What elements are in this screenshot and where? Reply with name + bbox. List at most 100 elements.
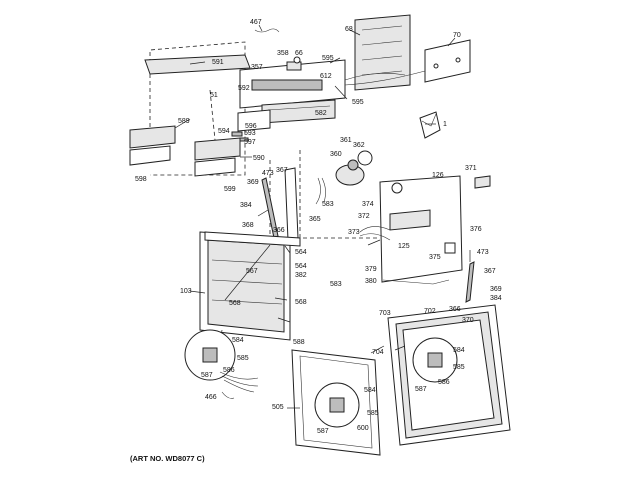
callout-label: 66 <box>295 50 303 57</box>
callout-label: 367 <box>484 268 496 275</box>
callout-label: 362 <box>353 142 365 149</box>
callout-label: 382 <box>295 272 307 279</box>
callout-label: 703 <box>379 310 391 317</box>
callout-label: 384 <box>240 202 252 209</box>
callout-label: 586 <box>223 367 235 374</box>
callout-label: 360 <box>330 151 342 158</box>
callout-label: 583 <box>330 281 342 288</box>
callout-label: 361 <box>340 137 352 144</box>
callout-label: 585 <box>237 355 249 362</box>
callout-label: 365 <box>309 216 321 223</box>
inner-door-panel <box>379 175 463 283</box>
callout-label: 103 <box>180 288 192 295</box>
callout-label: 369 <box>490 286 502 293</box>
callout-label: 125 <box>398 243 410 250</box>
callout-label: 586 <box>438 379 450 386</box>
callout-label: 595 <box>352 99 364 106</box>
callout-label: 584 <box>232 337 244 344</box>
callout-label: 587 <box>415 386 427 393</box>
dispenser-recess <box>389 209 431 231</box>
callout-label: 466 <box>205 394 217 401</box>
door-panel-inset <box>299 355 373 449</box>
callout-label: 366 <box>449 306 461 313</box>
callout-label: 597 <box>244 139 256 146</box>
grommet-part <box>293 56 301 64</box>
strap-diagonal <box>224 244 271 301</box>
callout-label: 1 <box>443 121 447 128</box>
callout-label: 467 <box>250 19 262 26</box>
callout-label: 594 <box>218 128 230 135</box>
switch-housing <box>237 109 271 132</box>
callout-label: 587 <box>201 372 213 379</box>
motor-gear <box>347 159 359 171</box>
art-number: (ART NO. WD8077 C) <box>130 454 205 463</box>
callout-label: 372 <box>358 213 370 220</box>
callout-label: 370 <box>462 317 474 324</box>
callout-label: 379 <box>365 266 377 273</box>
console-dashed-outline <box>149 41 246 176</box>
callout-label: 376 <box>470 226 482 233</box>
vent-panel-upper-left <box>129 125 176 149</box>
vent-clip <box>231 131 243 137</box>
vent-clip-2 <box>239 137 249 142</box>
door-latch <box>474 175 491 189</box>
callout-label: 473 <box>262 170 274 177</box>
callout-label: 366 <box>273 227 285 234</box>
wire-clip-466 <box>221 391 235 399</box>
callout-label: 564 <box>295 249 307 256</box>
plate-hole-2 <box>455 57 461 63</box>
hinge-arm-right <box>465 261 475 303</box>
liner-panel <box>354 14 411 91</box>
callout-label: 473 <box>477 249 489 256</box>
callout-label: 702 <box>424 308 436 315</box>
literature-fold <box>421 113 437 127</box>
callout-label: 590 <box>253 155 265 162</box>
liner-texture <box>361 25 403 76</box>
callout-label: 588 <box>293 339 305 346</box>
callout-label: 589 <box>178 118 190 125</box>
detail-knob-right <box>427 352 443 368</box>
rod-part <box>334 85 348 100</box>
callout-label: 505 <box>272 404 284 411</box>
callout-label: 126 <box>432 172 444 179</box>
callout-label: 582 <box>315 110 327 117</box>
callout-label: 584 <box>364 387 376 394</box>
callout-label: 585 <box>453 364 465 371</box>
callout-label: 384 <box>490 295 502 302</box>
callout-label: 380 <box>365 278 377 285</box>
outer-door-top-rail <box>204 231 301 247</box>
outer-door-insulation <box>207 239 285 333</box>
callout-labels: 467 68 70 358 66 591 357 612 595 51 592 … <box>135 19 502 435</box>
callout-label: 599 <box>224 186 236 193</box>
callout-label: 585 <box>367 410 379 417</box>
callout-label: 358 <box>277 50 289 57</box>
rinse-aid-cap <box>444 242 456 254</box>
door-panel-lines <box>211 259 283 305</box>
callout-label: 357 <box>251 64 263 71</box>
console-top-panel <box>144 54 251 75</box>
callout-label: 704 <box>372 349 384 356</box>
detail-knob-center <box>329 397 345 413</box>
callout-label: 374 <box>362 201 374 208</box>
callout-label: 567 <box>246 268 258 275</box>
callout-label: 367 <box>276 167 288 174</box>
wire-clip <box>254 28 280 33</box>
vent-panel-lower-right <box>194 157 236 177</box>
hinge-arm-left <box>261 177 279 239</box>
callout-label: 368 <box>242 222 254 229</box>
wire-harness-top <box>344 70 426 86</box>
literature-sheet <box>419 111 441 139</box>
callout-label: 373 <box>348 229 360 236</box>
callout-label: 375 <box>429 254 441 261</box>
callout-label: 612 <box>320 73 332 80</box>
plate-bracket <box>424 39 471 83</box>
callout-label: 593 <box>244 130 256 137</box>
callout-label: 591 <box>212 59 224 66</box>
vent-panel-lower-left <box>129 145 171 166</box>
vent-hole <box>391 182 403 194</box>
side-rail <box>284 167 299 241</box>
callout-label: 592 <box>238 85 250 92</box>
wire-harness-586 <box>219 371 259 393</box>
